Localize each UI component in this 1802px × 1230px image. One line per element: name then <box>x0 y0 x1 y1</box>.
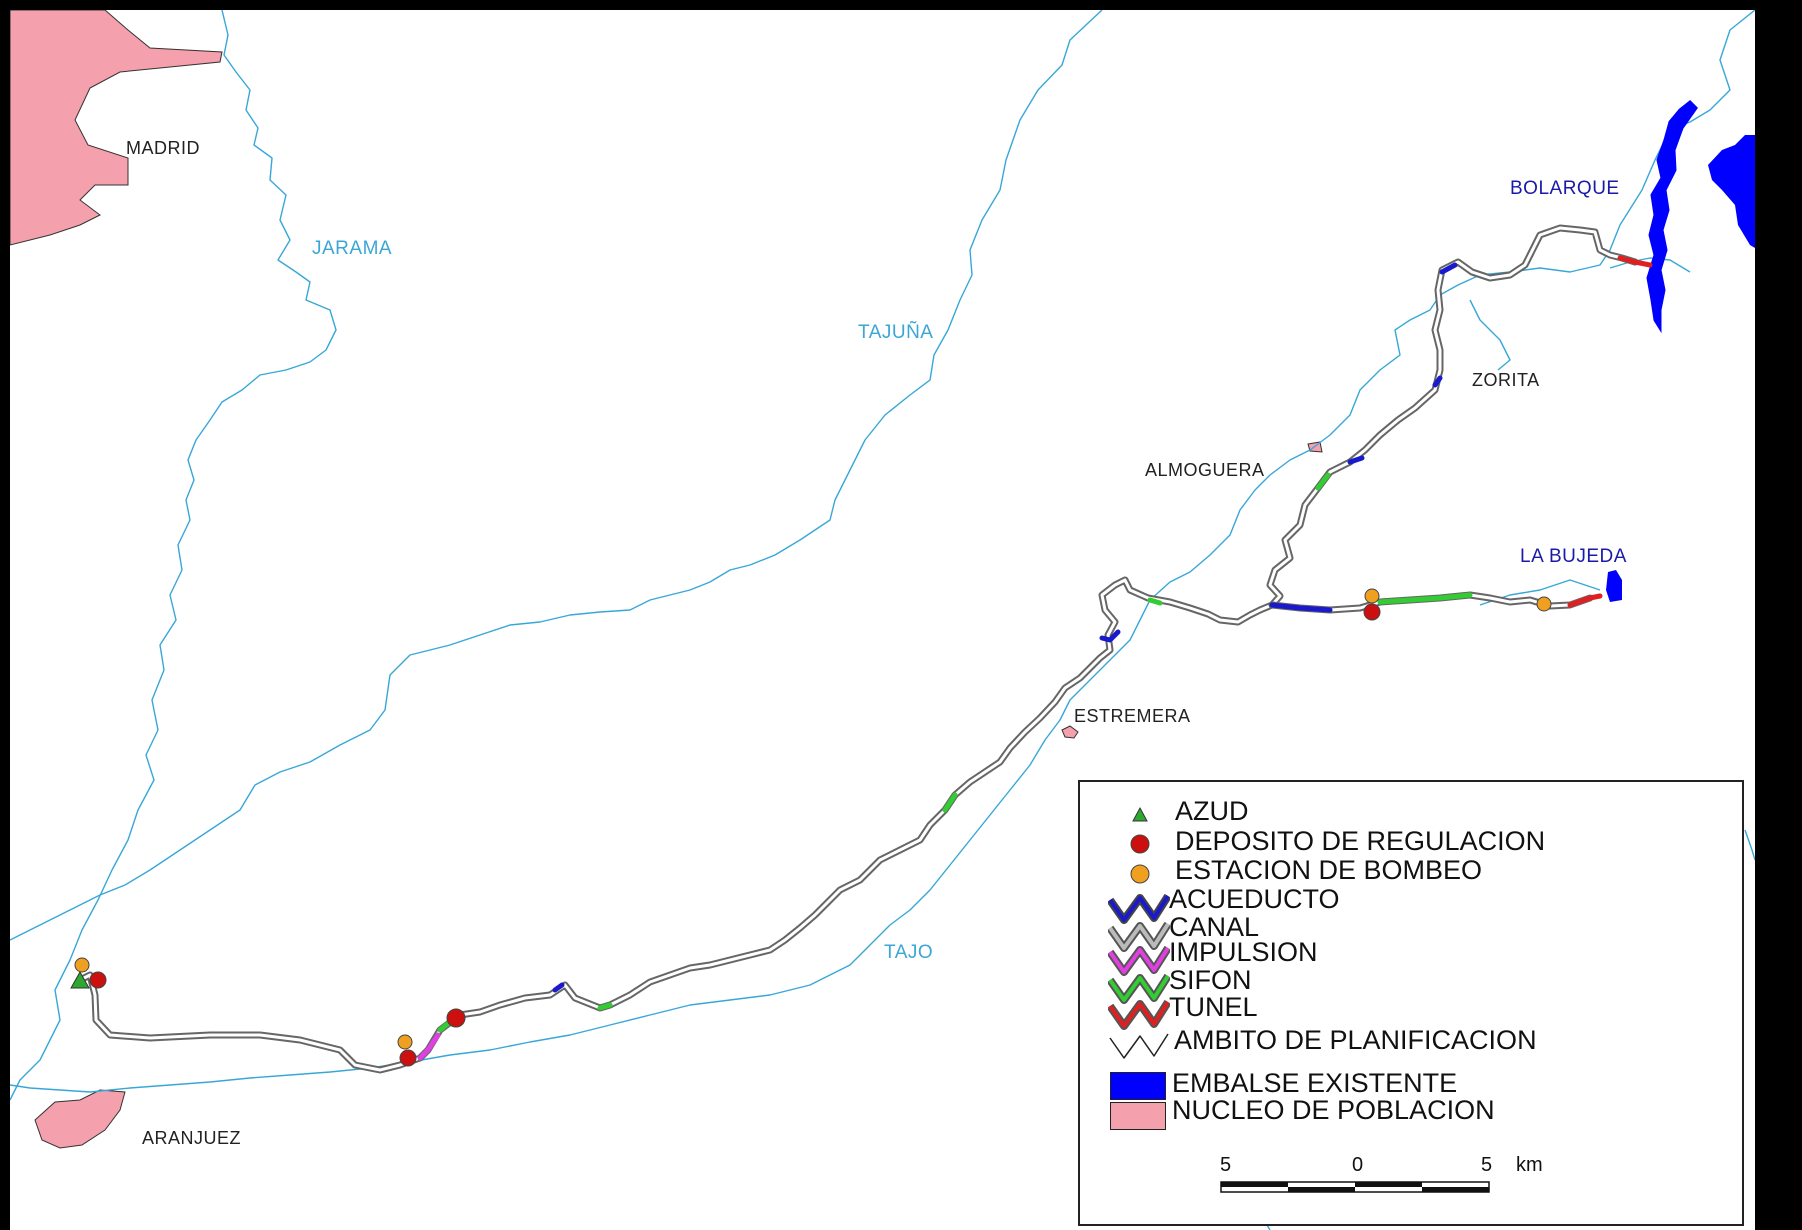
legend-label-deposito: DEPOSITO DE REGULACION <box>1175 826 1546 856</box>
azud-marker <box>70 970 90 989</box>
legend-label-embalse: EMBALSE EXISTENTE <box>1172 1068 1458 1098</box>
legend-sifon-icon <box>1108 973 1170 1004</box>
tunel-segment <box>1567 593 1603 608</box>
label-tajuna: TAJUÑA <box>858 321 933 343</box>
acueducto-segment <box>1439 262 1458 275</box>
legend-label-ambito: AMBITO DE PLANIFICACION <box>1174 1025 1537 1055</box>
label-bolarque: BOLARQUE <box>1510 178 1620 199</box>
river-tajuna <box>10 10 1103 941</box>
legend-label-canal: CANAL <box>1169 912 1260 942</box>
sifon-segment <box>597 1002 613 1011</box>
legend-impulsion-icon <box>1108 945 1170 976</box>
legend-label-sifon: SIFON <box>1169 965 1252 995</box>
scale-center-value: 0 <box>1352 1154 1364 1176</box>
scale-left-value: 5 <box>1220 1154 1232 1176</box>
bolarque-reservoir-east <box>1708 135 1755 248</box>
legend-azud-icon <box>1132 806 1148 822</box>
estacion-bombeo-marker <box>1364 588 1380 604</box>
acueducto-segment <box>552 982 565 993</box>
map-legend: AZUD DEPOSITO DE REGULACION ESTACION DE … <box>1078 780 1744 1226</box>
acueducto-segment <box>1099 629 1121 643</box>
madrid-area <box>10 10 223 246</box>
sifon-segment <box>1377 592 1473 605</box>
label-zorita: ZORITA <box>1472 370 1540 390</box>
sifon-segment <box>942 792 958 813</box>
legend-bombeo-icon <box>1130 864 1150 884</box>
tunel-segment <box>1617 255 1653 268</box>
legend-deposito-icon <box>1130 834 1150 854</box>
legend-ambito-icon <box>1109 1033 1169 1059</box>
bolarque-reservoir <box>1646 99 1698 334</box>
estacion-bombeo-marker <box>74 957 90 973</box>
river-tajo-east <box>1609 257 1691 273</box>
map-panel: MADRID ARANJUEZ ALMOGUERA ESTREMERA ZORI… <box>10 10 1755 1230</box>
estacion-bombeo-marker <box>397 1034 413 1050</box>
label-jarama: JARAMA <box>312 238 392 259</box>
legend-label-nucleo: NUCLEO DE POBLACION <box>1172 1095 1495 1125</box>
legend-label-azud: AZUD <box>1175 796 1249 826</box>
label-aranjuez: ARANJUEZ <box>142 1128 241 1148</box>
aranjuez-area <box>34 1089 126 1149</box>
sifon-segment <box>1315 472 1331 491</box>
river-tributary-zorita <box>1469 299 1511 371</box>
acueducto-segment <box>1432 375 1443 388</box>
river-tajo <box>10 10 1755 1093</box>
label-la-bujeda: LA BUJEDA <box>1520 546 1627 567</box>
deposito-marker <box>399 1049 417 1067</box>
map-svg: MADRID ARANJUEZ ALMOGUERA ESTREMERA ZORI… <box>10 10 1755 1230</box>
legend-label-tunel: TUNEL <box>1169 992 1258 1022</box>
label-estremera: ESTREMERA <box>1074 706 1191 726</box>
acueducto-segment <box>1269 602 1333 613</box>
legend-canal-icon <box>1108 921 1170 952</box>
acueducto-segment <box>1347 455 1365 465</box>
label-tajo: TAJO <box>884 942 933 963</box>
river-right-edge <box>1744 829 1755 861</box>
la-bujeda-reservoir <box>1606 570 1622 602</box>
legend-label-impulsion: IMPULSION <box>1169 937 1318 967</box>
legend-nucleo-swatch <box>1110 1102 1166 1130</box>
deposito-marker <box>1363 603 1381 621</box>
deposito-marker <box>89 971 107 989</box>
sifon-segment <box>1147 597 1163 606</box>
label-madrid: MADRID <box>126 138 200 158</box>
estacion-bombeo-marker <box>1536 596 1552 612</box>
estremera-area <box>1061 725 1079 739</box>
legend-label-bombeo: ESTACION DE BOMBEO <box>1175 855 1483 885</box>
legend-label-acueducto: ACUEDUCTO <box>1169 884 1340 914</box>
scale-right-value: 5 <box>1481 1154 1493 1176</box>
deposito-marker <box>446 1008 466 1028</box>
legend-tunel-icon <box>1108 999 1170 1030</box>
label-almoguera: ALMOGUERA <box>1145 460 1265 480</box>
scale-bar <box>1220 1181 1490 1193</box>
legend-embalse-swatch <box>1110 1072 1166 1100</box>
impulsion-segment <box>417 1032 441 1061</box>
river-jarama <box>10 10 337 1101</box>
scale-unit: km <box>1516 1154 1543 1176</box>
legend-acueducto-icon <box>1108 893 1170 924</box>
